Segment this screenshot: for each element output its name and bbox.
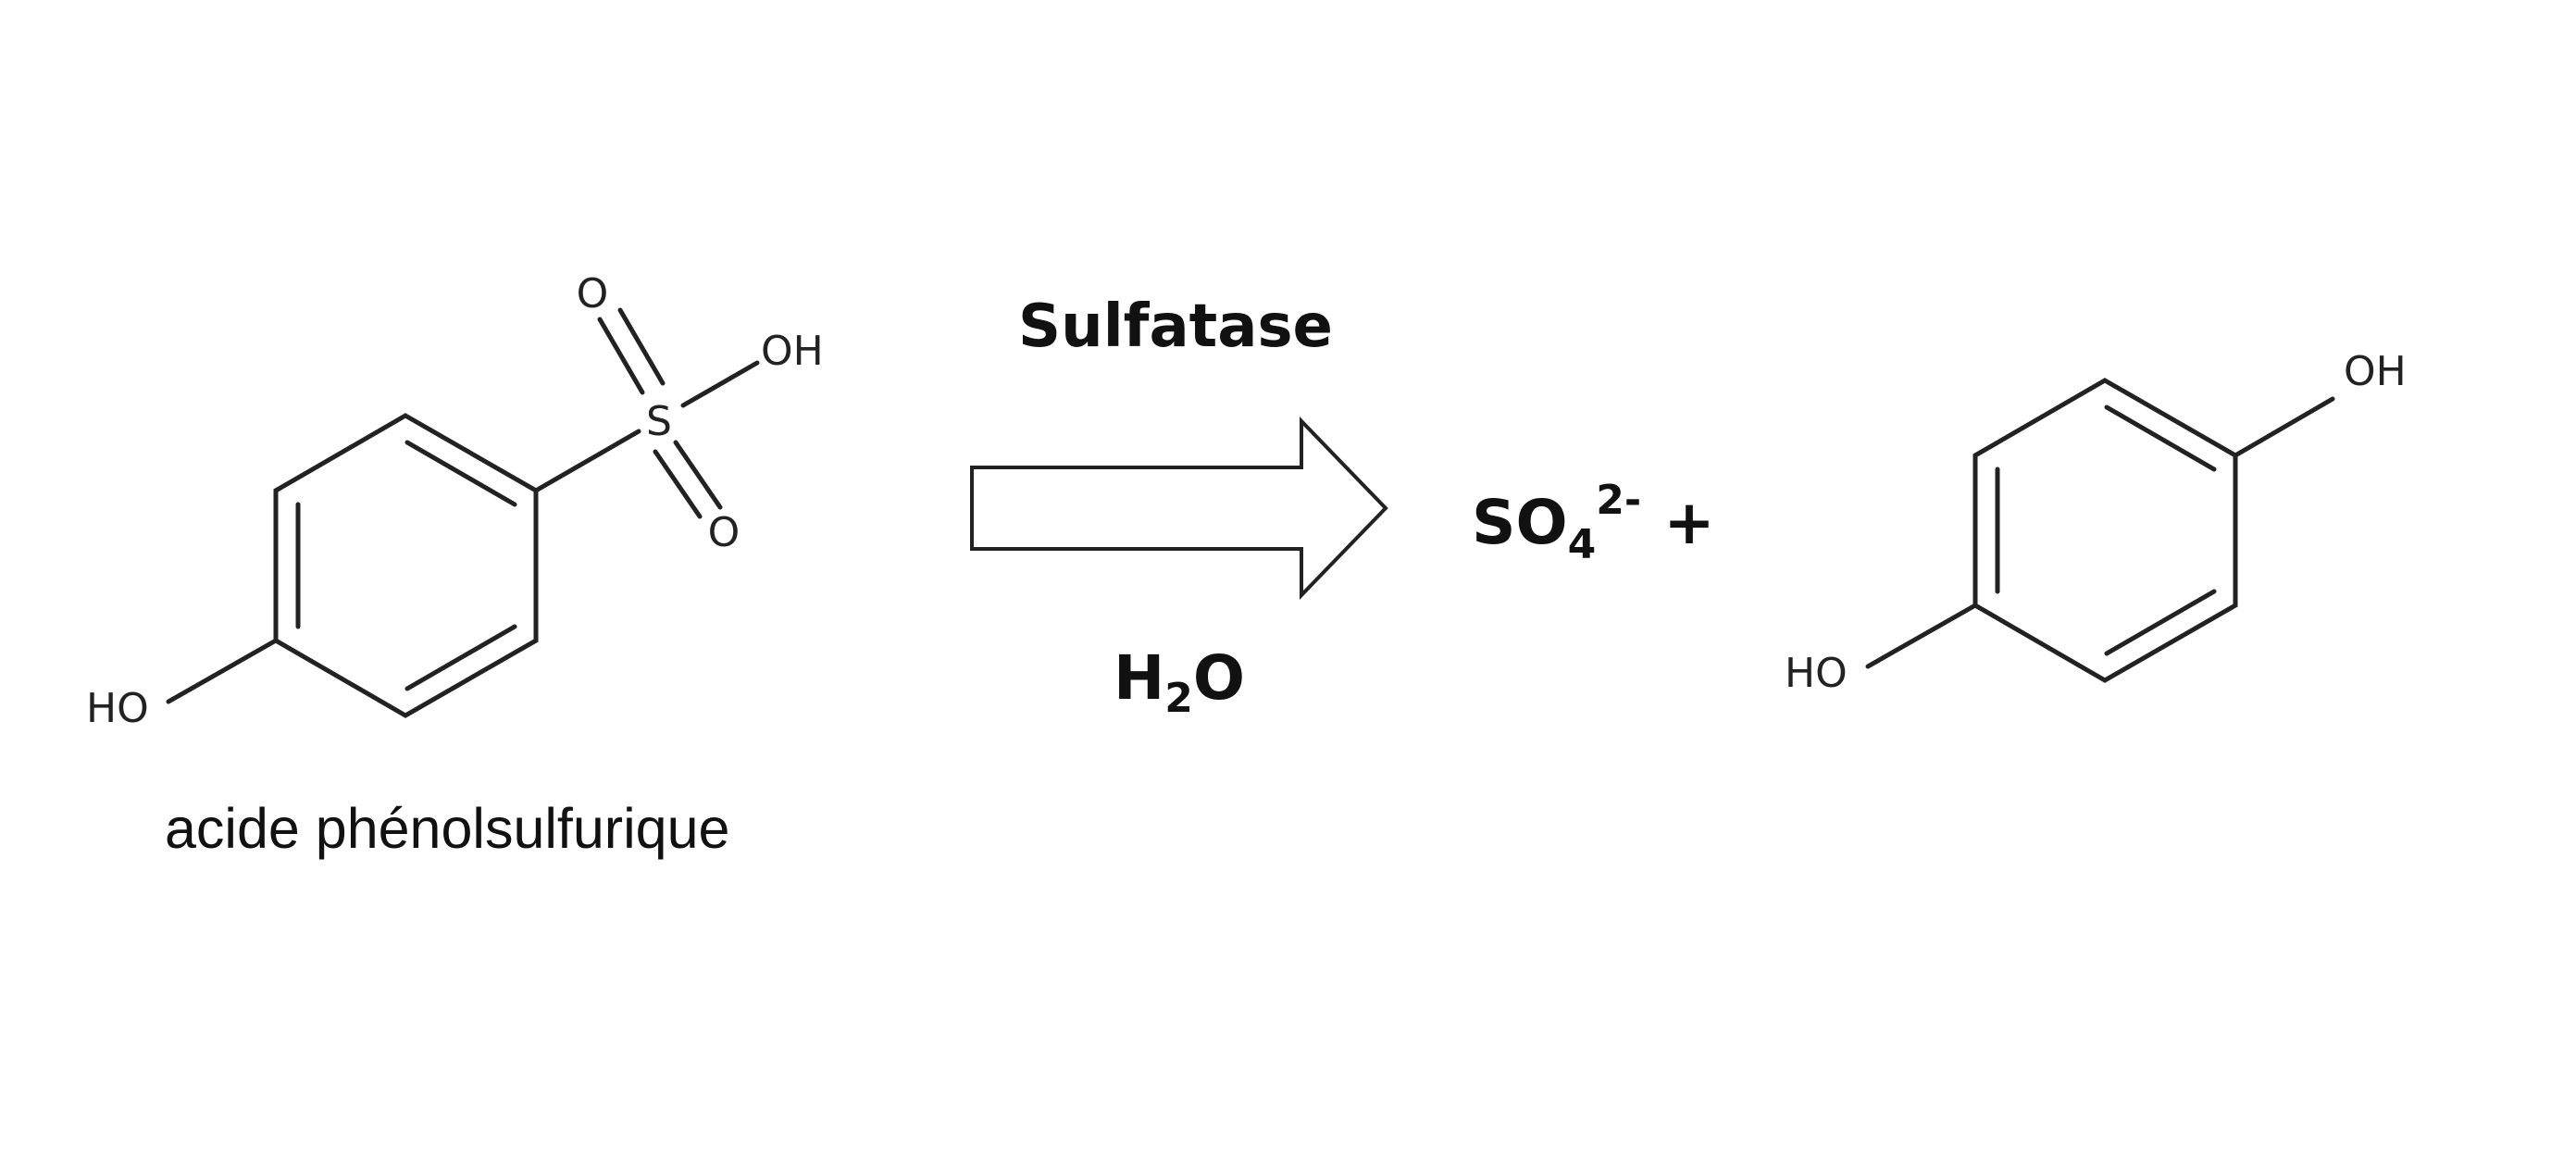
sulfonic-hydroxyl-label: OH <box>761 328 824 375</box>
reactant-benzene-ring <box>273 413 539 718</box>
phenol-hydroxyl-bond <box>166 638 279 704</box>
product-double-bond-top <box>2104 404 2217 472</box>
ring-sulfur-bond <box>533 429 641 493</box>
sulfur-atom: S <box>646 398 672 445</box>
product-bottom-hydroxyl-bond <box>1865 603 1978 669</box>
water-label: H2O <box>1114 642 1245 722</box>
water-o: O <box>1193 642 1245 714</box>
sulfonyl-double-bond-top-b <box>617 307 666 386</box>
sulfonyl-double-bond-bottom-a <box>653 449 703 519</box>
product-bottom-hydroxyl-label: HO <box>1785 650 1848 697</box>
product-benzene-ring <box>1972 378 2238 683</box>
product-double-bond-bottom <box>2104 589 2217 656</box>
sulfonyl-oxygen-top: O <box>577 270 609 317</box>
water-subscript: 2 <box>1164 675 1193 722</box>
product-top-hydroxyl-bond <box>2233 396 2335 458</box>
sulfate-base: SO <box>1472 487 1568 558</box>
reactant-structure: S O O OH HO <box>86 270 824 732</box>
plus-sign: + <box>1663 487 1714 558</box>
sulfate-ion: SO42- <box>1472 477 1641 568</box>
product-top-hydroxyl-label: OH <box>2344 348 2407 395</box>
sulfonyl-double-bond-bottom-b <box>673 440 723 510</box>
hydroquinone-structure: OH HO <box>1785 348 2407 697</box>
sulfonyl-double-bond-top-a <box>597 317 645 395</box>
reaction-arrow <box>970 417 1388 600</box>
sulfonyl-oxygen-bottom: O <box>708 509 740 556</box>
sulfate-subscript: 4 <box>1568 521 1597 568</box>
reactant-double-bond-bottom <box>404 624 517 691</box>
sulfate-charge: 2- <box>1596 477 1641 524</box>
phenol-hydroxyl-label: HO <box>86 685 149 732</box>
enzyme-label: Sulfatase <box>1018 292 1333 361</box>
reactant-double-bond-top <box>404 440 517 507</box>
reactant-name: acide phénolsulfurique <box>165 797 729 860</box>
water-h: H <box>1114 642 1164 714</box>
sulfur-hydroxyl-bond <box>680 360 760 408</box>
